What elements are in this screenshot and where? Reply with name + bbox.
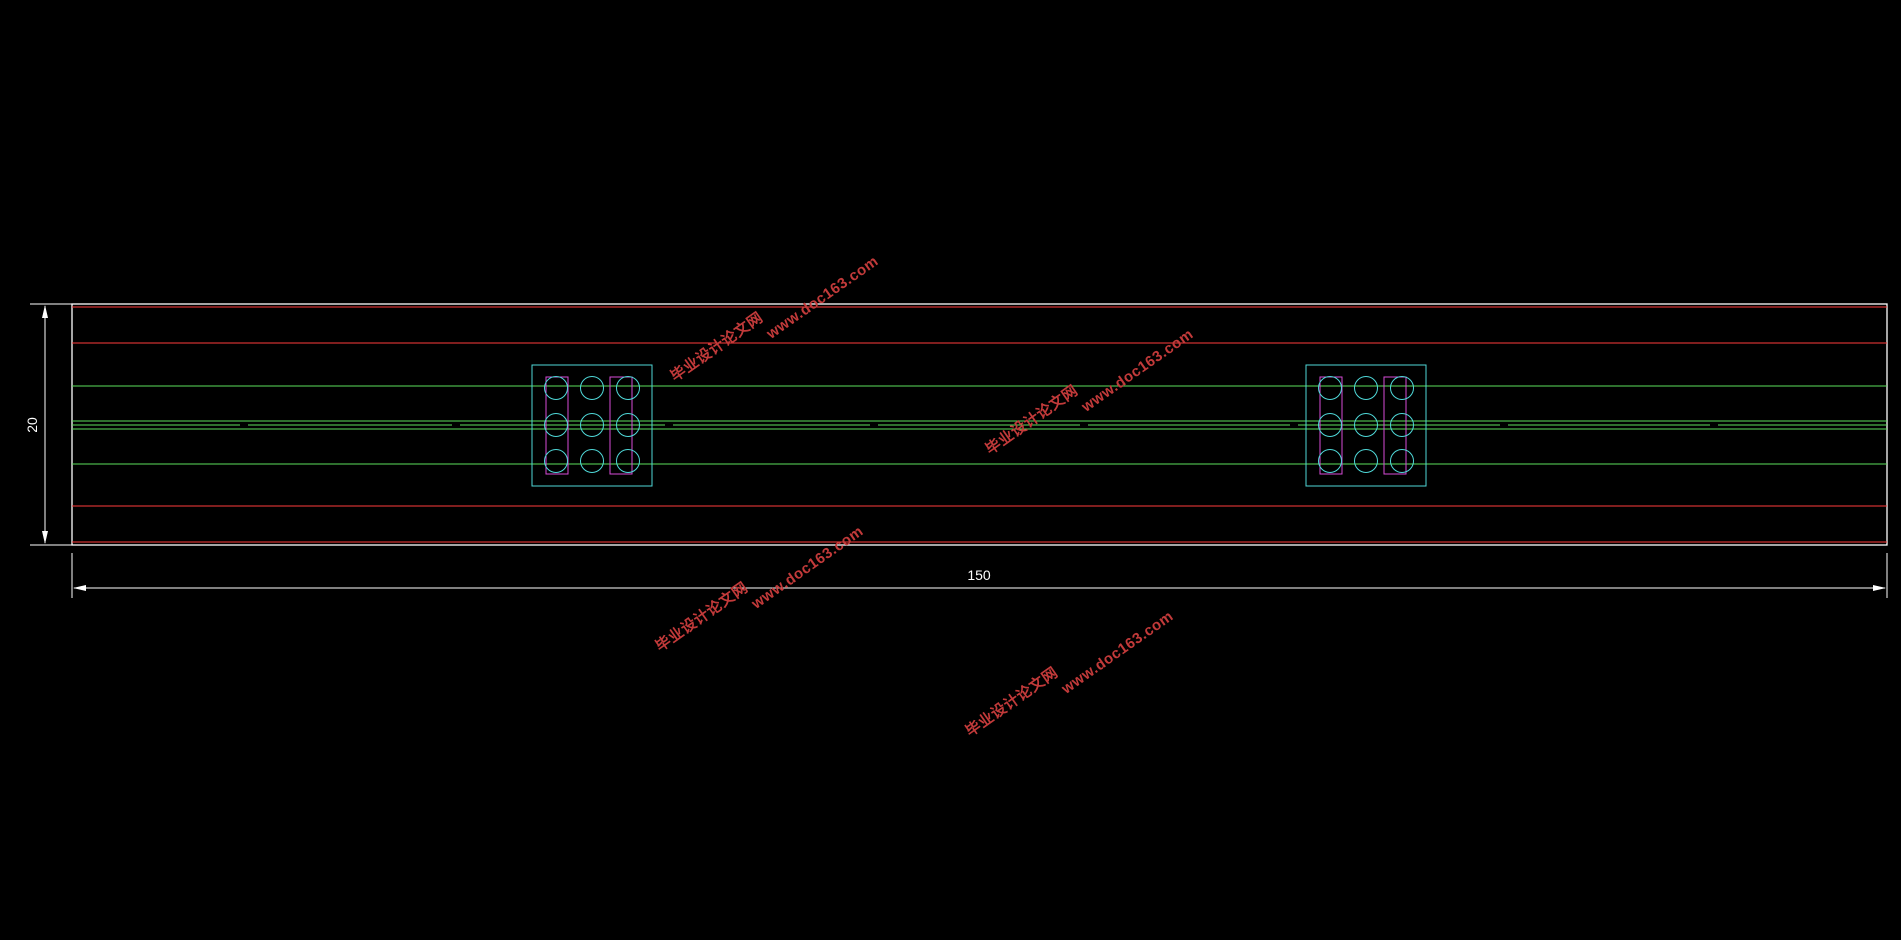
bolt-hole-right-4 (1318, 413, 1342, 437)
bolt-hole-right-7 (1318, 449, 1342, 473)
bolt-hole-right-6 (1390, 413, 1414, 437)
bolt-hole-right-9 (1390, 449, 1414, 473)
length-dimension: 150 (71, 553, 1888, 598)
bolt-hole-left-4 (544, 413, 568, 437)
height-arrow-bottom (42, 531, 48, 544)
length-arrow-right (1873, 585, 1886, 591)
bolt-hole-right-1 (1318, 376, 1342, 400)
length-arrow-left (73, 585, 86, 591)
bolt-hole-left-9 (616, 449, 640, 473)
bolt-hole-right-8 (1354, 449, 1378, 473)
height-dimension-label: 20 (24, 417, 40, 433)
bolt-hole-right-5 (1354, 413, 1378, 437)
bolt-hole-left-2 (580, 376, 604, 400)
length-dimension-label: 150 (967, 567, 991, 583)
slot-left-2 (609, 376, 633, 475)
bolt-hole-left-6 (616, 413, 640, 437)
bolt-hole-left-7 (544, 449, 568, 473)
height-dimension: 20 (24, 303, 72, 546)
bolt-hole-left-5 (580, 413, 604, 437)
height-arrow-top (42, 305, 48, 318)
plate-right-outline (1305, 364, 1427, 487)
splice-plate-right (1305, 364, 1427, 487)
splice-plate-left (531, 364, 653, 487)
beam (71, 303, 1888, 546)
bolt-hole-left-3 (616, 376, 640, 400)
bolt-hole-right-3 (1390, 376, 1414, 400)
bolt-hole-left-1 (544, 376, 568, 400)
bolt-hole-right-2 (1354, 376, 1378, 400)
plate-left-outline (531, 364, 653, 487)
slot-right-2 (1383, 376, 1407, 475)
bolt-hole-left-8 (580, 449, 604, 473)
